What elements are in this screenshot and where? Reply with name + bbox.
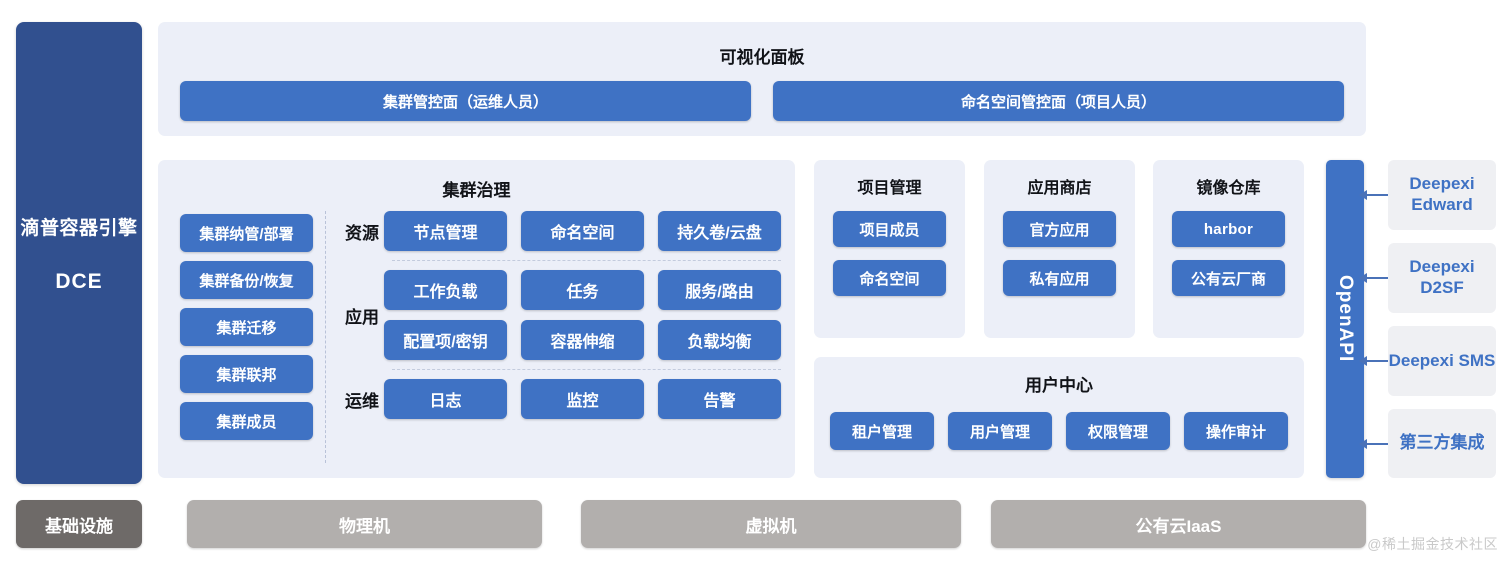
chip-tenant-management[interactable]: 租户管理 <box>830 412 934 450</box>
row-label-application: 应用 <box>345 307 379 327</box>
app-store-panel: 应用商店 官方应用 私有应用 <box>984 160 1135 338</box>
ops-grid: 日志 监控 告警 <box>384 379 781 419</box>
visualization-buttons: 集群管控面（运维人员） 命名空间管控面（项目人员） <box>158 68 1366 121</box>
chip-cluster-federation[interactable]: 集群联邦 <box>180 355 313 393</box>
namespace-console-button[interactable]: 命名空间管控面（项目人员） <box>773 81 1344 121</box>
integration-deepexi-sms[interactable]: Deepexi SMS <box>1388 326 1496 396</box>
governance-divider-2 <box>392 369 781 370</box>
image-registry-list: harbor 公有云厂商 <box>1153 198 1304 296</box>
chip-configmap-secret[interactable]: 配置项/密钥 <box>384 320 507 360</box>
chip-official-apps[interactable]: 官方应用 <box>1003 211 1116 247</box>
governance-row-ops: 运维 日志 监控 告警 <box>340 379 781 419</box>
openapi-bar: OpenAPI <box>1326 160 1364 478</box>
infrastructure-label: 基础设施 <box>16 500 142 548</box>
governance-left-column: 集群纳管/部署 集群备份/恢复 集群迁移 集群联邦 集群成员 <box>180 211 313 463</box>
image-registry-title: 镜像仓库 <box>1196 180 1261 197</box>
chip-cluster-members[interactable]: 集群成员 <box>180 402 313 440</box>
app-store-list: 官方应用 私有应用 <box>984 198 1135 296</box>
governance-row-application: 应用 工作负载 任务 服务/路由 配置项/密钥 容器伸缩 负载均衡 <box>340 270 781 360</box>
product-rail: 滴普容器引擎 DCE <box>16 22 142 484</box>
chip-project-namespace[interactable]: 命名空间 <box>833 260 946 296</box>
chip-operation-audit[interactable]: 操作审计 <box>1184 412 1288 450</box>
governance-row-resource: 资源 节点管理 命名空间 持久卷/云盘 <box>340 211 781 251</box>
integration-deepexi-d2sf[interactable]: Deepexi D2SF <box>1388 243 1496 313</box>
resource-grid-line: 节点管理 命名空间 持久卷/云盘 <box>384 211 781 251</box>
chip-permission-management[interactable]: 权限管理 <box>1066 412 1170 450</box>
chip-public-cloud-vendor[interactable]: 公有云厂商 <box>1172 260 1285 296</box>
infra-item-physical-machine[interactable]: 物理机 <box>187 500 542 548</box>
project-management-panel: 项目管理 项目成员 命名空间 <box>814 160 965 338</box>
resource-grid: 节点管理 命名空间 持久卷/云盘 <box>384 211 781 251</box>
row-label-ops: 运维 <box>345 391 379 411</box>
infra-item-public-cloud-iaas[interactable]: 公有云IaaS <box>991 500 1366 548</box>
chip-alerting[interactable]: 告警 <box>658 379 781 419</box>
application-grid-line: 配置项/密钥 容器伸缩 负载均衡 <box>384 320 781 360</box>
arrow-to-openapi-1 <box>1359 190 1388 200</box>
project-management-title: 项目管理 <box>857 180 922 197</box>
chip-namespace[interactable]: 命名空间 <box>521 211 644 251</box>
chip-job[interactable]: 任务 <box>521 270 644 310</box>
cluster-governance-panel: 集群治理 集群纳管/部署 集群备份/恢复 集群迁移 集群联邦 集群成员 资源 节… <box>158 160 795 478</box>
chip-load-balancing[interactable]: 负载均衡 <box>658 320 781 360</box>
app-store-title: 应用商店 <box>1027 180 1092 197</box>
chip-cluster-backup[interactable]: 集群备份/恢复 <box>180 261 313 299</box>
user-center-title: 用户中心 <box>1025 376 1093 395</box>
chip-monitoring[interactable]: 监控 <box>521 379 644 419</box>
watermark: @稀土掘金技术社区 <box>1367 536 1498 552</box>
chip-private-apps[interactable]: 私有应用 <box>1003 260 1116 296</box>
integrations-column: Deepexi Edward Deepexi D2SF Deepexi SMS … <box>1359 160 1496 478</box>
governance-body: 集群纳管/部署 集群备份/恢复 集群迁移 集群联邦 集群成员 资源 节点管理 命… <box>158 201 795 463</box>
chip-harbor[interactable]: harbor <box>1172 211 1285 247</box>
governance-divider-1 <box>392 260 781 261</box>
chip-container-scaling[interactable]: 容器伸缩 <box>521 320 644 360</box>
chip-workload[interactable]: 工作负载 <box>384 270 507 310</box>
row-label-resource: 资源 <box>345 223 379 243</box>
infra-item-virtual-machine[interactable]: 虚拟机 <box>581 500 961 548</box>
visualization-panel: 可视化面板 集群管控面（运维人员） 命名空间管控面（项目人员） <box>158 22 1366 136</box>
chip-cluster-migration[interactable]: 集群迁移 <box>180 308 313 346</box>
openapi-label: OpenAPI <box>1335 275 1356 363</box>
chip-user-management[interactable]: 用户管理 <box>948 412 1052 450</box>
user-center-panel: 用户中心 租户管理 用户管理 权限管理 操作审计 <box>814 357 1304 478</box>
user-center-list: 租户管理 用户管理 权限管理 操作审计 <box>814 396 1304 450</box>
integration-deepexi-edward[interactable]: Deepexi Edward <box>1388 160 1496 230</box>
arrow-to-openapi-3 <box>1359 356 1388 366</box>
ops-grid-line: 日志 监控 告警 <box>384 379 781 419</box>
governance-title: 集群治理 <box>442 181 511 200</box>
chip-project-members[interactable]: 项目成员 <box>833 211 946 247</box>
chip-cluster-onboarding[interactable]: 集群纳管/部署 <box>180 214 313 252</box>
product-abbr: DCE <box>55 269 103 293</box>
product-name: 滴普容器引擎 <box>20 217 138 239</box>
integration-third-party[interactable]: 第三方集成 <box>1388 409 1496 478</box>
governance-right-column: 资源 节点管理 命名空间 持久卷/云盘 应用 工作负载 <box>340 211 781 463</box>
project-management-list: 项目成员 命名空间 <box>814 198 965 296</box>
arrow-to-openapi-4 <box>1359 439 1388 449</box>
visualization-title: 可视化面板 <box>719 48 805 67</box>
governance-vertical-divider <box>325 211 326 463</box>
chip-node-management[interactable]: 节点管理 <box>384 211 507 251</box>
arrow-to-openapi-2 <box>1359 273 1388 283</box>
cluster-console-button[interactable]: 集群管控面（运维人员） <box>180 81 751 121</box>
application-grid-line: 工作负载 任务 服务/路由 <box>384 270 781 310</box>
chip-persistent-volume[interactable]: 持久卷/云盘 <box>658 211 781 251</box>
chip-service-route[interactable]: 服务/路由 <box>658 270 781 310</box>
application-grid: 工作负载 任务 服务/路由 配置项/密钥 容器伸缩 负载均衡 <box>384 270 781 360</box>
image-registry-panel: 镜像仓库 harbor 公有云厂商 <box>1153 160 1304 338</box>
chip-logs[interactable]: 日志 <box>384 379 507 419</box>
